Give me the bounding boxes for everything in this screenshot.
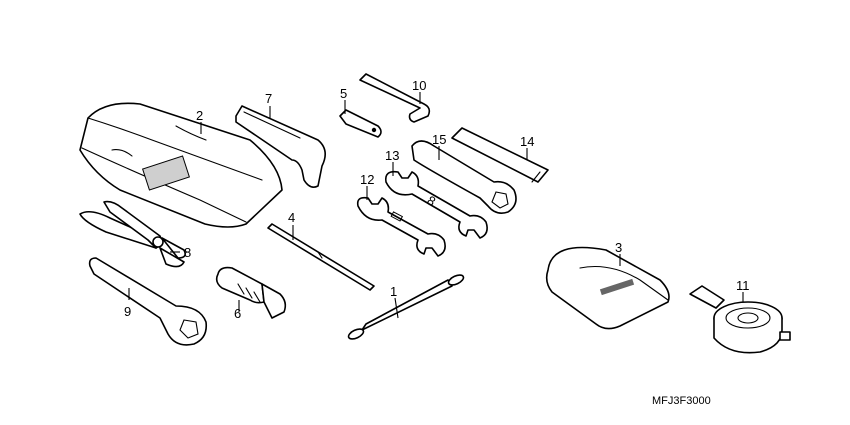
drawing-code: MFJ3F3000 (652, 395, 711, 407)
callout-1: 1 (390, 284, 397, 299)
callout-6: 6 (234, 306, 241, 321)
callout-15: 15 (432, 132, 446, 147)
leader-1 (394, 297, 399, 319)
pin-spanner[interactable] (235, 105, 326, 188)
callout-2: 2 (196, 108, 203, 123)
callout-9: 9 (124, 304, 131, 319)
screwdriver-shaft[interactable] (267, 223, 375, 291)
flat-key[interactable] (339, 109, 382, 138)
tool-pouch[interactable] (545, 246, 670, 330)
callout-13: 13 (385, 148, 399, 163)
tool-bag[interactable] (79, 102, 283, 228)
callout-3: 3 (615, 240, 622, 255)
bar-with-loops[interactable] (347, 273, 465, 341)
ring-spanner[interactable] (88, 257, 208, 346)
pliers[interactable] (79, 200, 186, 268)
callout-4: 4 (288, 210, 295, 225)
callout-12: 12 (360, 172, 374, 187)
callout-10: 10 (412, 78, 426, 93)
open-wrench-12[interactable] (356, 196, 446, 257)
open-wrench-13[interactable]: 8 (384, 170, 488, 239)
box-wrench[interactable] (411, 140, 517, 214)
extension-bar[interactable] (451, 127, 549, 183)
callout-8: 8 (184, 245, 191, 260)
callout-11: 11 (736, 278, 750, 293)
callout-7: 7 (265, 91, 272, 106)
callout-14: 14 (520, 134, 534, 149)
screwdriver-handle[interactable] (215, 266, 287, 319)
filter-wrench[interactable] (689, 285, 791, 354)
callout-5: 5 (340, 86, 347, 101)
hex-key[interactable] (359, 73, 431, 123)
